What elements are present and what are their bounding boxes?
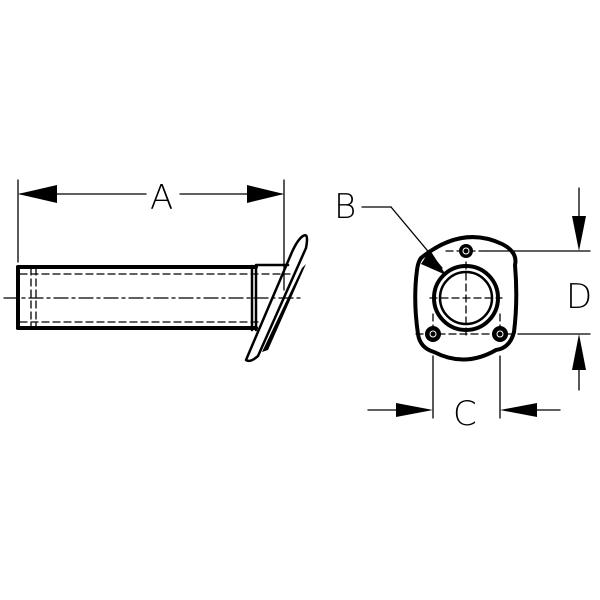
dimension-c: C xyxy=(367,355,561,434)
screw-hole-bottom-left xyxy=(425,326,441,342)
arrowhead-c-right-icon xyxy=(500,403,537,417)
label-d: D xyxy=(566,277,592,317)
tube-body xyxy=(16,263,291,332)
side-view: A xyxy=(3,178,309,363)
screw-hole-top xyxy=(459,244,473,258)
arrowhead-d-bottom-icon xyxy=(572,334,586,370)
flange-outline xyxy=(413,235,519,362)
arrowhead-right-icon xyxy=(247,185,284,203)
arrowhead-c-left-icon xyxy=(396,403,433,417)
dimension-a: A xyxy=(18,178,284,218)
dimension-d: D xyxy=(485,187,592,391)
arrowhead-b-icon xyxy=(421,250,446,275)
angled-flange xyxy=(244,234,309,363)
arrowhead-left-icon xyxy=(18,185,57,203)
screw-hole-bottom-right xyxy=(492,326,508,342)
label-c: C xyxy=(453,394,477,434)
label-b: B xyxy=(334,187,356,227)
end-view: B D C xyxy=(334,187,592,434)
label-a: A xyxy=(150,178,173,218)
arrowhead-d-top-icon xyxy=(572,216,586,251)
leader-b: B xyxy=(334,187,446,275)
